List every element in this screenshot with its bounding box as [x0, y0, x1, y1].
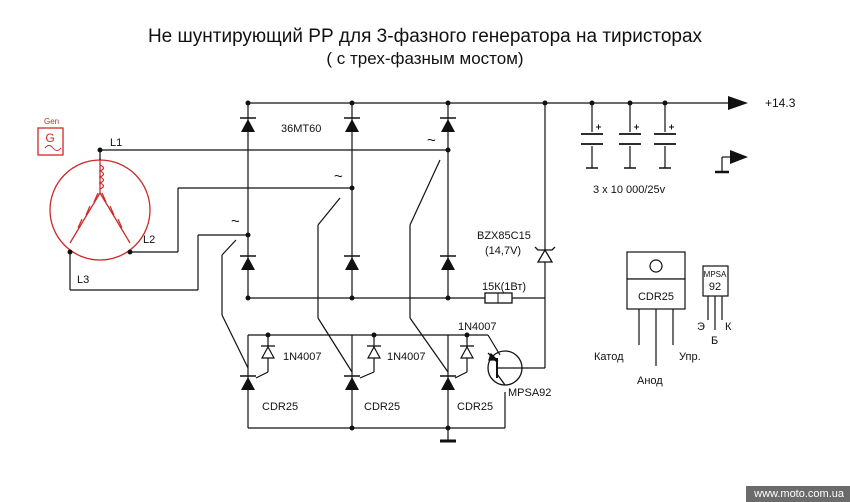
capacitor-bank	[581, 133, 676, 145]
pkg-cdr25-hole	[649, 259, 663, 273]
bridge-diode-2	[343, 117, 361, 133]
page-subtitle: ( с трех-фазным мостом)	[326, 49, 523, 68]
label-l1: L1	[110, 137, 122, 149]
label-zener-name: BZX85C15	[477, 230, 531, 242]
transistor-mpsa92	[487, 350, 523, 386]
gen-letter: G	[45, 131, 54, 145]
label-pkg-mpsa-num: 92	[709, 281, 721, 293]
tilde-3: ~	[427, 132, 436, 149]
label-pin-gate: Упр.	[679, 351, 701, 363]
bridge-diode-6	[439, 255, 457, 271]
pkg-mpsa	[702, 265, 729, 330]
ground-arrow	[730, 150, 748, 164]
bridge-diode-3	[439, 117, 457, 133]
label-l2: L2	[143, 234, 155, 246]
label-thyristor-2: CDR25	[364, 401, 400, 413]
label-zener-voltage: (14,7V)	[485, 245, 521, 257]
thyristor-2	[343, 375, 361, 391]
label-diode-bridge: 36MT60	[281, 123, 321, 135]
label-thyristor-3: CDR25	[457, 401, 493, 413]
capacitor-plus-marks	[596, 124, 674, 130]
label-l3: L3	[77, 274, 89, 286]
label-gate-diode-1: 1N4007	[283, 351, 322, 363]
thyristor-1	[239, 375, 257, 391]
label-pkg-cdr25: CDR25	[638, 291, 674, 303]
output-arrow	[728, 96, 748, 110]
bridge-diode-4	[239, 255, 257, 271]
label-resistor: 15К(1Вт)	[482, 281, 526, 293]
junction-dots	[67, 100, 668, 431]
zener-diode	[534, 246, 556, 263]
generator-box	[37, 127, 64, 156]
tilde-2: ~	[334, 168, 343, 185]
label-pkg-mpsa-top: MPSA	[704, 270, 727, 279]
label-pin-b: Б	[711, 335, 718, 347]
site-footer[interactable]: www.moto.com.ua	[746, 486, 850, 502]
label-pin-e: Э	[697, 321, 705, 333]
label-output-voltage: +14.3	[765, 96, 796, 110]
label-gate-diode-3: 1N4007	[458, 321, 497, 333]
label-capacitor-spec: 3 х 10 000/25v	[593, 184, 666, 196]
generator	[37, 127, 151, 261]
label-transistor: MPSA92	[508, 387, 551, 399]
label-thyristor-1: CDR25	[262, 401, 298, 413]
bridge-diode-1	[239, 117, 257, 133]
gate-diode-3	[459, 345, 475, 359]
tilde-1: ~	[231, 213, 240, 230]
gate-diode-1	[260, 345, 276, 359]
thyristor-3	[439, 375, 457, 391]
label-gate-diode-2: 1N4007	[387, 351, 426, 363]
label-pin-anode: Анод	[637, 375, 663, 387]
pkg-cdr25	[626, 251, 686, 366]
gen-caption: Gen	[44, 117, 59, 126]
label-pin-k: К	[725, 321, 732, 333]
page-title: Не шунтирующий РР для 3-фазного генерато…	[148, 26, 703, 47]
label-pin-cathode: Катод	[594, 351, 624, 363]
bridge-diode-5	[343, 255, 361, 271]
gate-diode-2	[366, 345, 382, 359]
